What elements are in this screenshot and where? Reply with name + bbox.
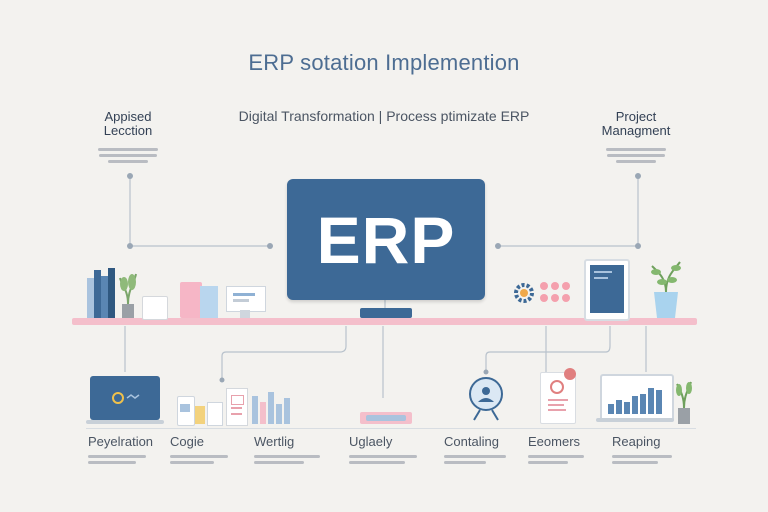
- bottom-label-7: Reaping: [612, 434, 661, 449]
- bottom-divider: [86, 428, 696, 429]
- globe-user-icon: [466, 376, 506, 422]
- bottom-desc-1: [88, 452, 148, 467]
- tablet-icon: [584, 259, 630, 321]
- shelf: [72, 318, 697, 325]
- bottom-desc-3: [254, 452, 324, 467]
- bottom-label-5: Contaling: [444, 434, 499, 449]
- corner-left-title-line1: Appised: [104, 109, 152, 124]
- dashboard-monitor-base-icon: [596, 418, 674, 422]
- document-icon: [226, 388, 248, 426]
- erp-monitor: ERP: [287, 179, 485, 300]
- corner-left: Appised Lecction: [92, 110, 164, 166]
- dashboard-monitor-icon: [600, 374, 674, 422]
- bottom-label-1: Peyelration: [88, 434, 154, 449]
- bar-chart-icon: [252, 390, 290, 424]
- bottom-desc-7: [612, 452, 676, 467]
- bottom-desc-5: [444, 452, 508, 467]
- corner-right-title-line2: Managment: [601, 123, 671, 138]
- laptop-icon: [90, 376, 160, 420]
- dots-icon: [539, 281, 573, 305]
- corner-right-title-line1: Project: [615, 109, 657, 124]
- bottom-label-2: Cogie: [170, 434, 204, 449]
- page-title: ERP sotation Implemention: [248, 50, 520, 75]
- gear-icon: [512, 281, 536, 305]
- monitor-stand: [360, 308, 412, 318]
- box-icon: [142, 296, 168, 320]
- laptop-base-icon: [86, 420, 164, 424]
- keyboard-icon: [360, 412, 412, 424]
- corner-left-description: [92, 148, 164, 163]
- folders-icon: [180, 282, 220, 318]
- erp-monitor-text: ERP: [316, 202, 456, 277]
- books-icon: [87, 268, 115, 318]
- corner-right-description: [600, 148, 672, 163]
- bottom-label-6: Eeomers: [528, 434, 581, 449]
- corner-left-title-line2: Lecction: [103, 123, 153, 138]
- plant-icon: [118, 270, 138, 318]
- bottom-desc-4: [349, 452, 419, 467]
- laptop-small-stand-icon: [240, 310, 250, 318]
- bottom-label-3: Wertlig: [254, 434, 295, 449]
- plant-small-icon: [674, 374, 694, 424]
- laptop-small-icon: [226, 286, 266, 312]
- notification-badge: [564, 368, 576, 380]
- devices-icon: [177, 396, 223, 426]
- plant-right-icon: [648, 258, 684, 318]
- page-subtitle: Digital Transformation | Process ptimiza…: [238, 108, 530, 124]
- bottom-desc-6: [528, 452, 588, 467]
- corner-right: Project Managment: [600, 110, 672, 166]
- bottom-desc-2: [170, 452, 230, 467]
- bottom-label-4: Uglaely: [349, 434, 393, 449]
- report-icon: [540, 372, 576, 424]
